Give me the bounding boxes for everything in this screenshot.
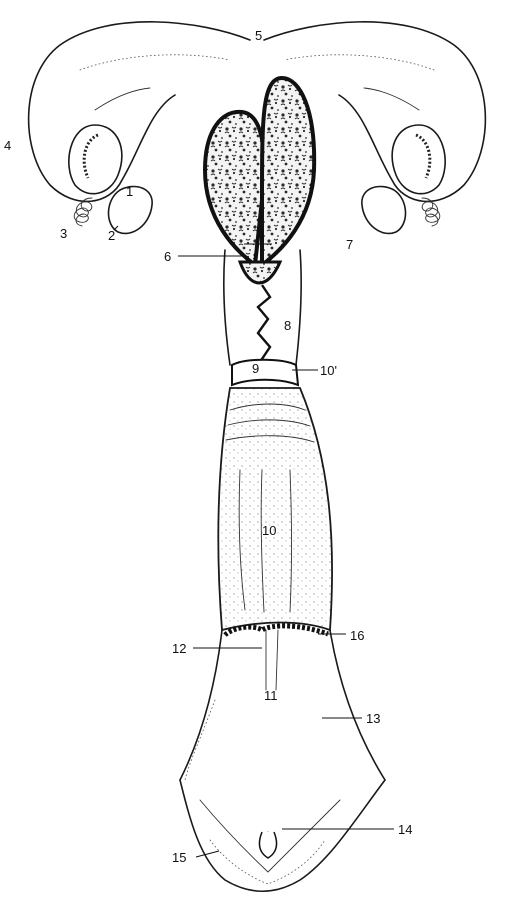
label-9: 9 xyxy=(252,361,259,376)
label-8: 8 xyxy=(284,318,291,333)
vestibule xyxy=(180,626,385,780)
label-3: 3 xyxy=(60,226,67,241)
vagina xyxy=(218,388,332,630)
left-oviduct xyxy=(74,198,92,226)
label-10: 10 xyxy=(262,523,276,538)
vulva xyxy=(180,780,385,891)
label-10-prime: 10' xyxy=(320,363,337,378)
right-ovary xyxy=(392,125,445,194)
label-13: 13 xyxy=(366,711,380,726)
left-ovary xyxy=(69,125,122,194)
label-1: 1 xyxy=(126,184,133,199)
label-14: 14 xyxy=(398,822,412,837)
uterine-horn-cavities xyxy=(205,78,314,283)
label-12: 12 xyxy=(172,641,186,656)
label-15: 15 xyxy=(172,850,186,865)
label-2: 2 xyxy=(108,228,115,243)
label-6: 6 xyxy=(164,249,171,264)
label-4: 4 xyxy=(4,138,11,153)
label-5: 5 xyxy=(255,28,262,43)
label-16: 16 xyxy=(350,628,364,643)
label-7: 7 xyxy=(346,237,353,252)
right-oviduct xyxy=(422,198,440,226)
right-infundibulum xyxy=(362,186,406,233)
label-11: 11 xyxy=(264,688,278,703)
